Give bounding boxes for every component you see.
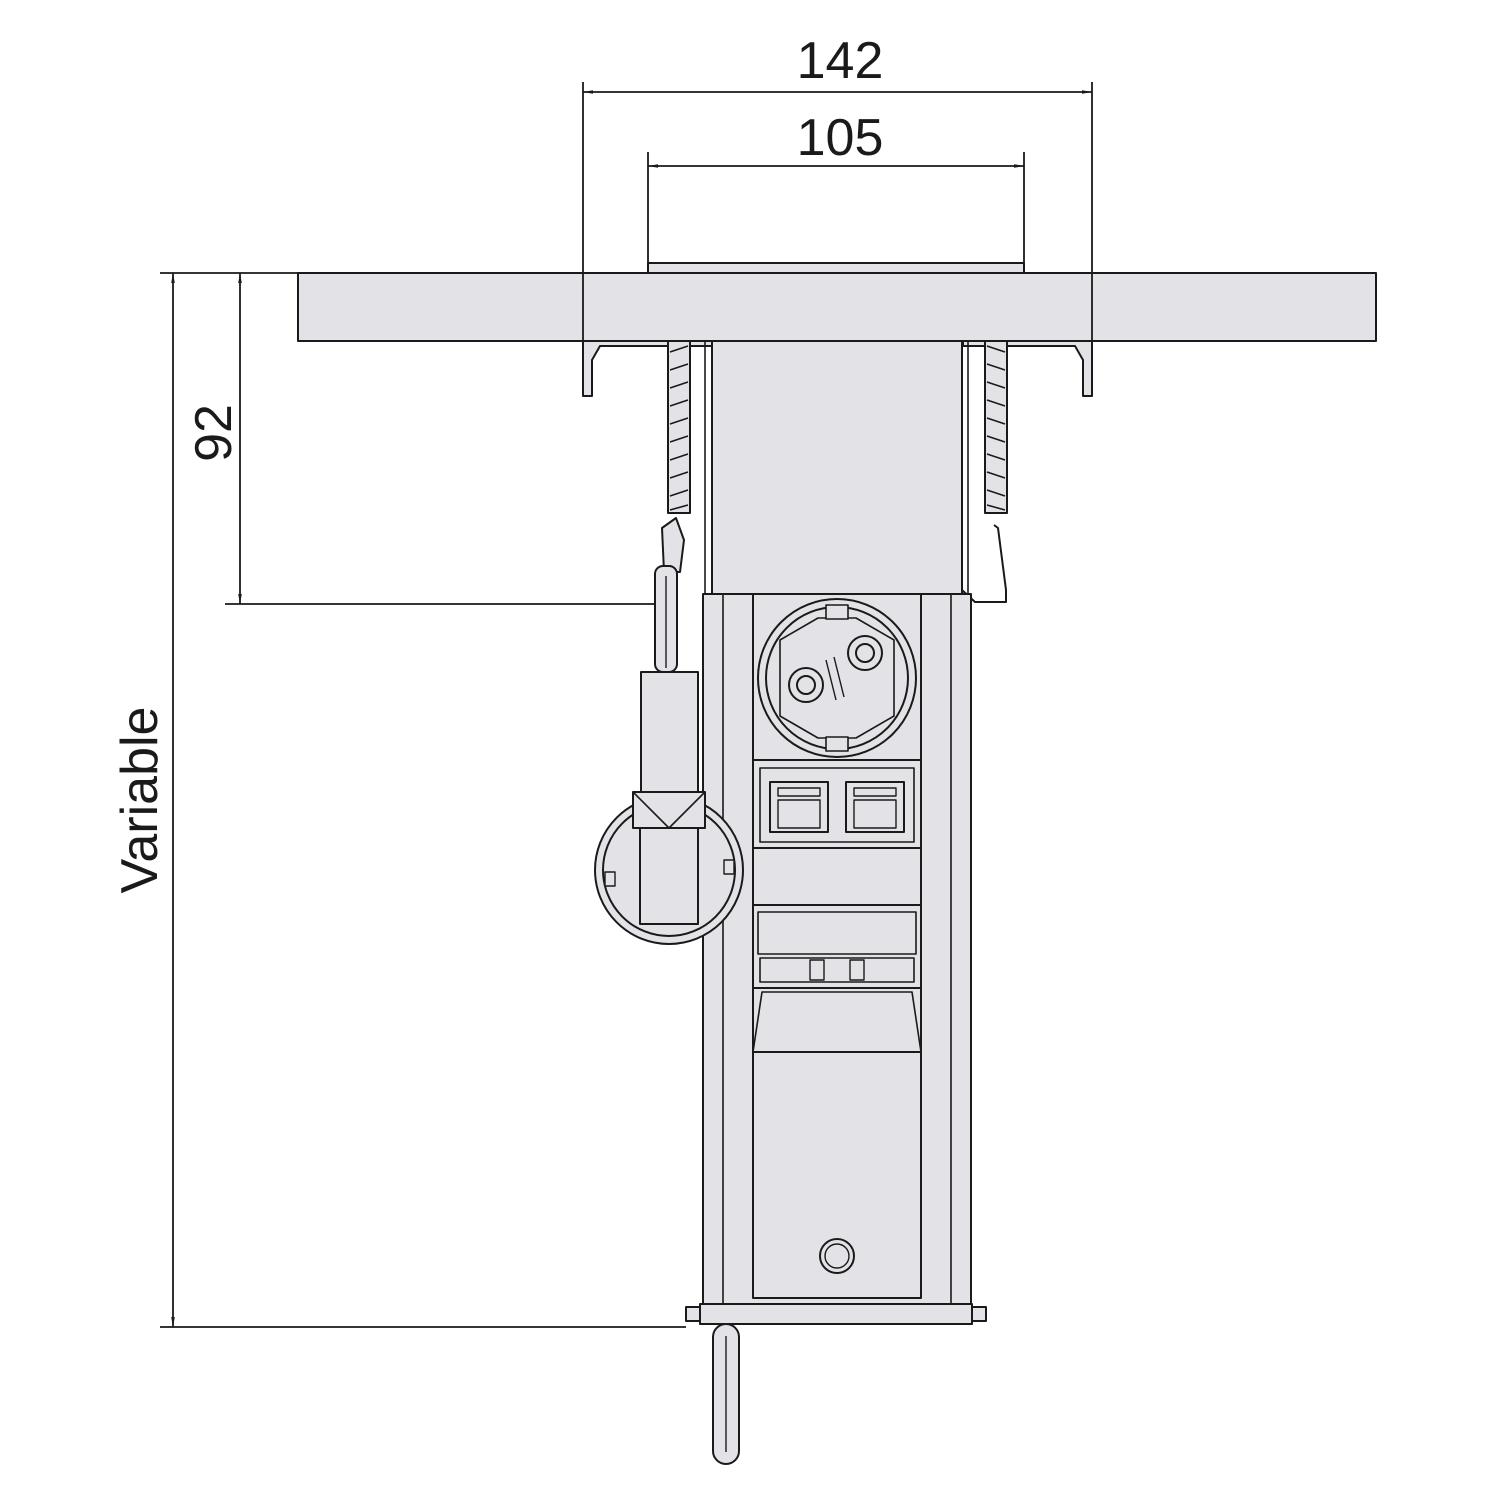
- lid: [647, 262, 1025, 274]
- ribbed-sleeve-left: [667, 340, 691, 514]
- dim-label-variable: Variable: [111, 707, 169, 894]
- dim-label-92: 92: [185, 404, 243, 462]
- usb-port-icon: [752, 904, 922, 989]
- ribbed-sleeve-right: [984, 340, 1008, 514]
- top-housing: [711, 340, 963, 595]
- power-plug-icon: [594, 517, 744, 945]
- dim-label-105: 105: [797, 109, 884, 167]
- spring-clip: [961, 524, 1007, 603]
- worktop: [297, 272, 1377, 342]
- dim-label-142: 142: [797, 32, 884, 90]
- bottom-plate: [699, 1303, 973, 1325]
- rj45-port-icon: [752, 759, 922, 849]
- schuko-socket-icon: [757, 598, 917, 758]
